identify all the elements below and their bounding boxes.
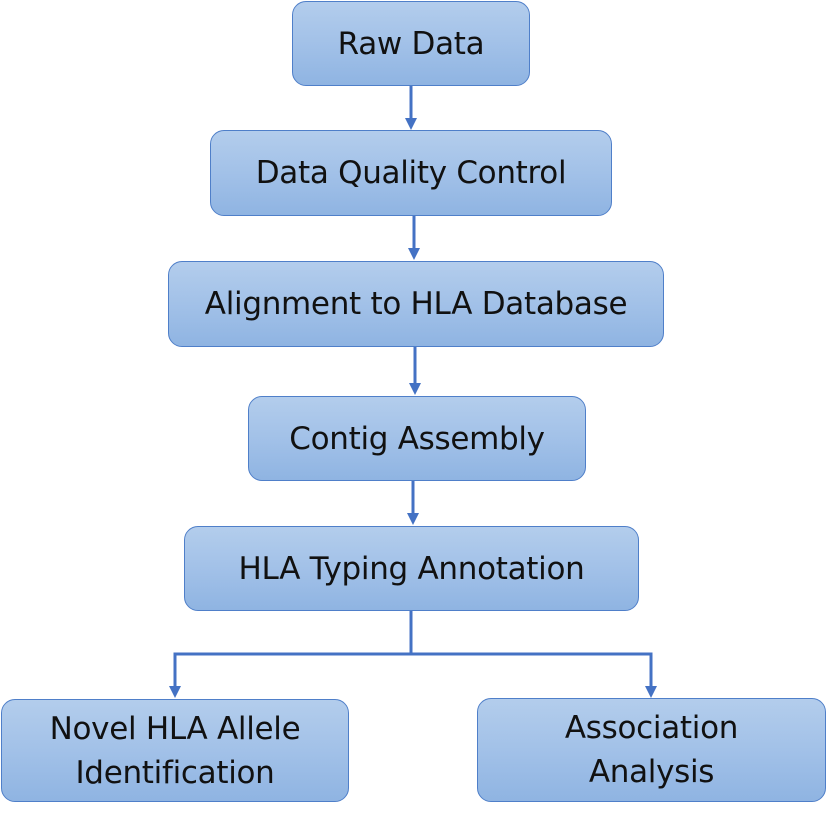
- arrowhead-typing-to-assoc: [645, 686, 657, 698]
- node-label-line-2: Identification: [75, 754, 275, 791]
- node-label: Contig Assembly: [289, 420, 545, 457]
- node-data-quality-control: Data Quality Control: [210, 130, 612, 216]
- node-novel-hla-allele-identification: Novel HLA Allele Identification: [1, 699, 349, 802]
- node-label: Data Quality Control: [255, 155, 567, 191]
- arrow-typing-to-novel: [173, 611, 413, 690]
- arrowhead-raw-to-qc: [405, 118, 417, 130]
- arrow-typing-to-assoc: [411, 652, 653, 690]
- node-label-line-2: Analysis: [588, 754, 715, 790]
- arrowhead-qc-to-align: [408, 248, 420, 260]
- node-label: HLA Typing Annotation: [238, 550, 585, 587]
- node-label-line-1: Novel HLA Allele: [49, 710, 301, 747]
- node-label: Raw Data: [337, 25, 485, 62]
- node-raw-data: Raw Data: [292, 1, 530, 86]
- node-hla-typing-annotation: HLA Typing Annotation: [184, 526, 639, 611]
- node-contig-assembly: Contig Assembly: [248, 396, 586, 481]
- node-label-line-1: Association: [564, 710, 739, 746]
- node-association-analysis: Association Analysis: [477, 698, 826, 802]
- node-label: Alignment to HLA Database: [204, 286, 628, 322]
- arrowhead-typing-to-novel: [169, 686, 181, 698]
- node-alignment-to-hla-database: Alignment to HLA Database: [168, 261, 664, 347]
- arrowhead-align-to-contig: [409, 383, 421, 395]
- arrowhead-contig-to-typing: [407, 513, 419, 525]
